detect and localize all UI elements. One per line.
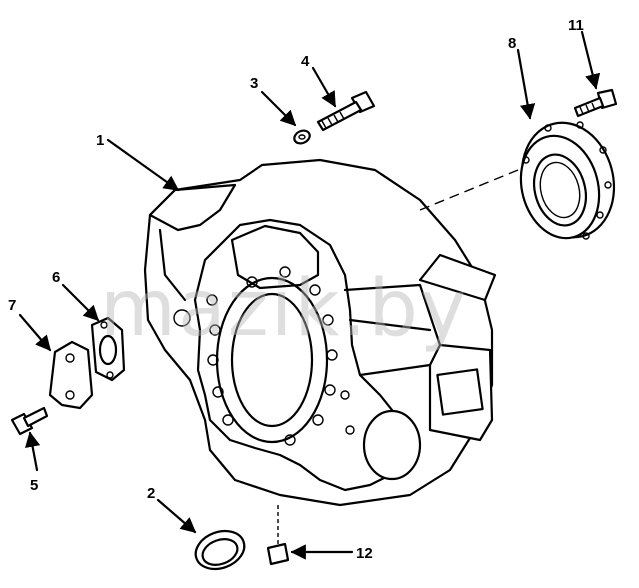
- washer-3: [293, 129, 311, 145]
- watermark-text: mazik.by: [100, 264, 468, 354]
- callout-2: 2: [147, 485, 155, 502]
- callout-1: 1: [96, 132, 104, 149]
- bolt-4: [316, 90, 376, 132]
- seal-plate: [519, 121, 616, 240]
- callout-6: 6: [52, 269, 60, 286]
- bolt-holes: [173, 266, 355, 446]
- cover-plate-7: [48, 340, 94, 410]
- callout-8: 8: [508, 35, 516, 52]
- callout-4: 4: [301, 53, 310, 70]
- callout-3: 3: [250, 75, 258, 92]
- plug-12: [266, 505, 290, 566]
- seal-ring-2: [194, 529, 246, 571]
- bolt-11: [573, 88, 618, 118]
- callout-12: 12: [356, 545, 373, 562]
- callout-11: 11: [568, 17, 584, 34]
- gasket-6: [90, 316, 126, 382]
- bolt-5: [10, 406, 49, 436]
- leader-lines: [18, 30, 601, 560]
- callout-5: 5: [30, 477, 38, 494]
- callout-7: 7: [8, 297, 16, 314]
